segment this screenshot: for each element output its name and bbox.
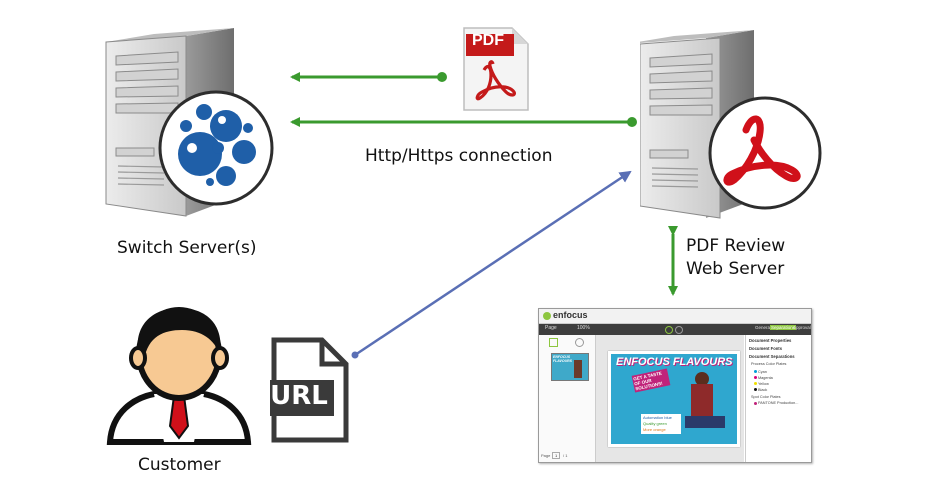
poster-figure-legs	[685, 416, 725, 428]
spot-plate-item[interactable]: PANTONE Production...	[758, 401, 799, 405]
spot-swatch-icon	[754, 402, 757, 405]
review-server-label-line1: PDF Review	[686, 236, 786, 256]
layers-icon[interactable]	[575, 338, 584, 347]
black-swatch-icon	[754, 388, 757, 391]
app-header: enfocus	[539, 309, 811, 324]
switch-logo-icon	[158, 90, 274, 206]
url-file-icon	[270, 337, 349, 443]
poster-figure-head	[695, 372, 709, 386]
panel-document-separations[interactable]: Document Separations	[749, 354, 795, 359]
acrobat-logo-icon	[708, 96, 822, 210]
page-total: / 1	[563, 453, 568, 458]
app-toolbar: Page 100% General Separations Approval	[539, 324, 811, 335]
review-app-screenshot: enfocus Page 100% General Separations Ap…	[538, 308, 812, 463]
url-to-review-arrow	[351, 170, 632, 359]
document-viewer: ENFOCUS FLAVOURS GET A TASTE OF OUR SOLU…	[596, 335, 744, 462]
pdf-file-text: PDF	[472, 32, 504, 49]
thumbnail-panel: ENFOCUS FLAVOURS Page 1 / 1	[539, 335, 596, 462]
review-server-label-line2: Web Server	[686, 259, 785, 279]
poster-item-green: Quality green	[643, 421, 667, 426]
tab-separations[interactable]: Separations	[770, 325, 797, 330]
enfocus-logo-icon	[543, 312, 551, 320]
pdf-file-icon	[463, 27, 529, 111]
page-number-input[interactable]: 1	[552, 452, 561, 459]
tab-general[interactable]: General	[755, 325, 772, 330]
poster-item-orange: More orange	[643, 427, 666, 432]
customer-person-icon	[106, 307, 252, 445]
yellow-swatch-icon	[754, 382, 757, 385]
review-to-switch-arrow	[290, 117, 637, 127]
poster-badge: GET A TASTE OF OUR SOLUTIONS!	[631, 368, 671, 393]
poster-info-box: Automation blue Quality green More orang…	[641, 414, 681, 434]
magenta-swatch-icon	[754, 376, 757, 379]
poster-item-blue: Automation blue	[643, 415, 672, 420]
url-file-text: URL	[270, 381, 328, 411]
toolbar-page-menu[interactable]: Page	[545, 325, 557, 331]
poster-figure-body	[691, 384, 713, 418]
panel-document-fonts[interactable]: Document Fonts	[749, 346, 783, 351]
thumbnail-title: ENFOCUS FLAVOURS	[553, 355, 572, 363]
properties-panel: Document Properties Document Fonts Docum…	[745, 335, 811, 462]
panel-document-properties[interactable]: Document Properties	[749, 338, 792, 343]
separation-magenta[interactable]: Magenta	[758, 376, 773, 380]
customer-label: Customer	[138, 455, 221, 475]
separation-cyan[interactable]: Cyan	[758, 370, 767, 374]
poster-title: ENFOCUS FLAVOURS	[616, 356, 733, 368]
separation-yellow[interactable]: Yellow	[758, 382, 769, 386]
connection-label: Http/Https connection	[365, 146, 553, 166]
switch-server-label: Switch Server(s)	[117, 238, 257, 258]
toolbar-circle-icon[interactable]	[675, 326, 683, 334]
thumbnail-figure	[574, 360, 582, 378]
page-thumbnail[interactable]: ENFOCUS FLAVOURS	[551, 353, 589, 381]
pdf-to-switch-arrow	[290, 72, 447, 82]
thumbnails-icon[interactable]	[549, 338, 558, 347]
app-brand: enfocus	[553, 310, 588, 320]
separation-black[interactable]: Black	[758, 388, 768, 392]
poster-page: ENFOCUS FLAVOURS GET A TASTE OF OUR SOLU…	[608, 351, 740, 447]
toolbar-zoom[interactable]: 100%	[577, 325, 590, 331]
cyan-swatch-icon	[754, 370, 757, 373]
spot-plates-label: Spot Color Plates	[751, 395, 781, 399]
page-label: Page	[541, 453, 551, 458]
tab-approval[interactable]: Approval	[793, 325, 811, 330]
toolbar-circle-icon[interactable]	[665, 326, 673, 334]
process-plates-label: Process Color Plates	[751, 362, 787, 366]
